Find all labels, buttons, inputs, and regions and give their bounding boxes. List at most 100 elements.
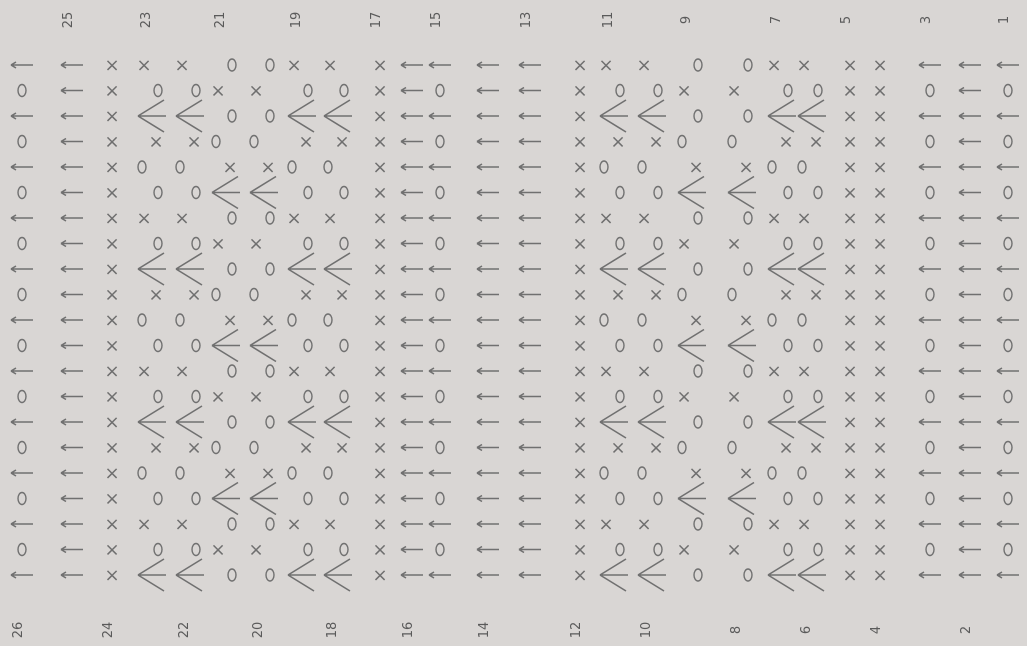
sc-stitch: ×: [796, 514, 811, 535]
sc-stitch: ×: [572, 259, 587, 280]
sc-stitch: ×: [572, 336, 587, 357]
sc-stitch: ×: [322, 361, 337, 382]
sc-stitch: ×: [104, 336, 119, 357]
sc-stitch: ×: [872, 183, 887, 204]
sc-stitch: ×: [872, 55, 887, 76]
sc-stitch: ×: [572, 55, 587, 76]
sc-stitch: ×: [298, 132, 313, 153]
sc-stitch: ×: [572, 310, 587, 331]
sc-stitch: ×: [842, 514, 857, 535]
row-number-label: 15: [429, 12, 444, 29]
sc-stitch: ×: [872, 540, 887, 561]
sc-stitch: ×: [648, 285, 663, 306]
sc-stitch: ×: [796, 208, 811, 229]
stitch-column: ×××××××××××××××××××××: [104, 55, 119, 586]
row-number-label: 26: [11, 622, 26, 639]
sc-stitch: ×: [210, 81, 225, 102]
sc-stitch: ×: [676, 234, 691, 255]
sc-stitch: ×: [572, 565, 587, 586]
sc-stitch: ×: [372, 514, 387, 535]
sc-stitch: ×: [842, 259, 857, 280]
sc-stitch: ×: [104, 489, 119, 510]
sc-stitch: ×: [174, 55, 189, 76]
row-number-label: 2: [959, 626, 974, 634]
row-number-label: 7: [769, 16, 784, 24]
sc-stitch: ×: [808, 132, 823, 153]
sc-stitch: ×: [372, 463, 387, 484]
sc-stitch: ×: [766, 208, 781, 229]
sc-stitch: ×: [148, 132, 163, 153]
sc-stitch: ×: [738, 463, 753, 484]
sc-stitch: ×: [688, 310, 703, 331]
sc-stitch: ×: [372, 55, 387, 76]
sc-stitch: ×: [688, 157, 703, 178]
sc-stitch: ×: [334, 438, 349, 459]
sc-stitch: ×: [104, 55, 119, 76]
sc-stitch: ×: [572, 183, 587, 204]
sc-stitch: ×: [610, 132, 625, 153]
sc-stitch: ×: [872, 361, 887, 382]
sc-stitch: ×: [572, 132, 587, 153]
sc-stitch: ×: [148, 438, 163, 459]
sc-stitch: ×: [842, 540, 857, 561]
sc-stitch: ×: [372, 208, 387, 229]
sc-stitch: ×: [572, 157, 587, 178]
sc-stitch: ×: [372, 565, 387, 586]
sc-stitch: ×: [842, 336, 857, 357]
sc-stitch: ×: [842, 565, 857, 586]
sc-stitch: ×: [322, 514, 337, 535]
sc-stitch: ×: [104, 438, 119, 459]
sc-stitch: ×: [104, 361, 119, 382]
sc-stitch: ×: [572, 208, 587, 229]
sc-stitch: ×: [872, 412, 887, 433]
sc-stitch: ×: [136, 514, 151, 535]
sc-stitch: ×: [842, 55, 857, 76]
sc-stitch: ×: [648, 132, 663, 153]
sc-stitch: ×: [248, 234, 263, 255]
sc-stitch: ×: [842, 463, 857, 484]
row-number-label: 5: [839, 16, 854, 24]
sc-stitch: ×: [248, 387, 263, 408]
sc-stitch: ×: [648, 438, 663, 459]
sc-stitch: ×: [726, 387, 741, 408]
sc-stitch: ×: [104, 132, 119, 153]
sc-stitch: ×: [104, 387, 119, 408]
sc-stitch: ×: [872, 489, 887, 510]
sc-stitch: ×: [610, 285, 625, 306]
sc-stitch: ×: [104, 183, 119, 204]
sc-stitch: ×: [372, 489, 387, 510]
sc-stitch: ×: [842, 81, 857, 102]
sc-stitch: ×: [842, 208, 857, 229]
sc-stitch: ×: [104, 514, 119, 535]
sc-stitch: ×: [104, 412, 119, 433]
sc-stitch: ×: [104, 259, 119, 280]
sc-stitch: ×: [174, 208, 189, 229]
sc-stitch: ×: [598, 55, 613, 76]
row-number-label: 13: [519, 12, 534, 29]
row-number-label: 24: [101, 622, 116, 639]
sc-stitch: ×: [688, 463, 703, 484]
sc-stitch: ×: [872, 157, 887, 178]
sc-stitch: ×: [572, 81, 587, 102]
row-number-label: 18: [325, 622, 340, 639]
row-number-label: 1: [997, 16, 1012, 24]
sc-stitch: ×: [372, 183, 387, 204]
sc-stitch: ×: [248, 540, 263, 561]
sc-stitch: ×: [372, 234, 387, 255]
sc-stitch: ×: [104, 310, 119, 331]
sc-stitch: ×: [260, 310, 275, 331]
sc-stitch: ×: [610, 438, 625, 459]
sc-stitch: ×: [738, 157, 753, 178]
sc-stitch: ×: [872, 463, 887, 484]
sc-stitch: ×: [298, 285, 313, 306]
sc-stitch: ×: [572, 234, 587, 255]
sc-stitch: ×: [104, 106, 119, 127]
sc-stitch: ×: [148, 285, 163, 306]
sc-stitch: ×: [842, 361, 857, 382]
stitch-column: ×××××××××××××××××××××: [842, 55, 857, 586]
sc-stitch: ×: [186, 438, 201, 459]
row-number-label: 17: [369, 12, 384, 29]
sc-stitch: ×: [738, 310, 753, 331]
sc-stitch: ×: [572, 463, 587, 484]
